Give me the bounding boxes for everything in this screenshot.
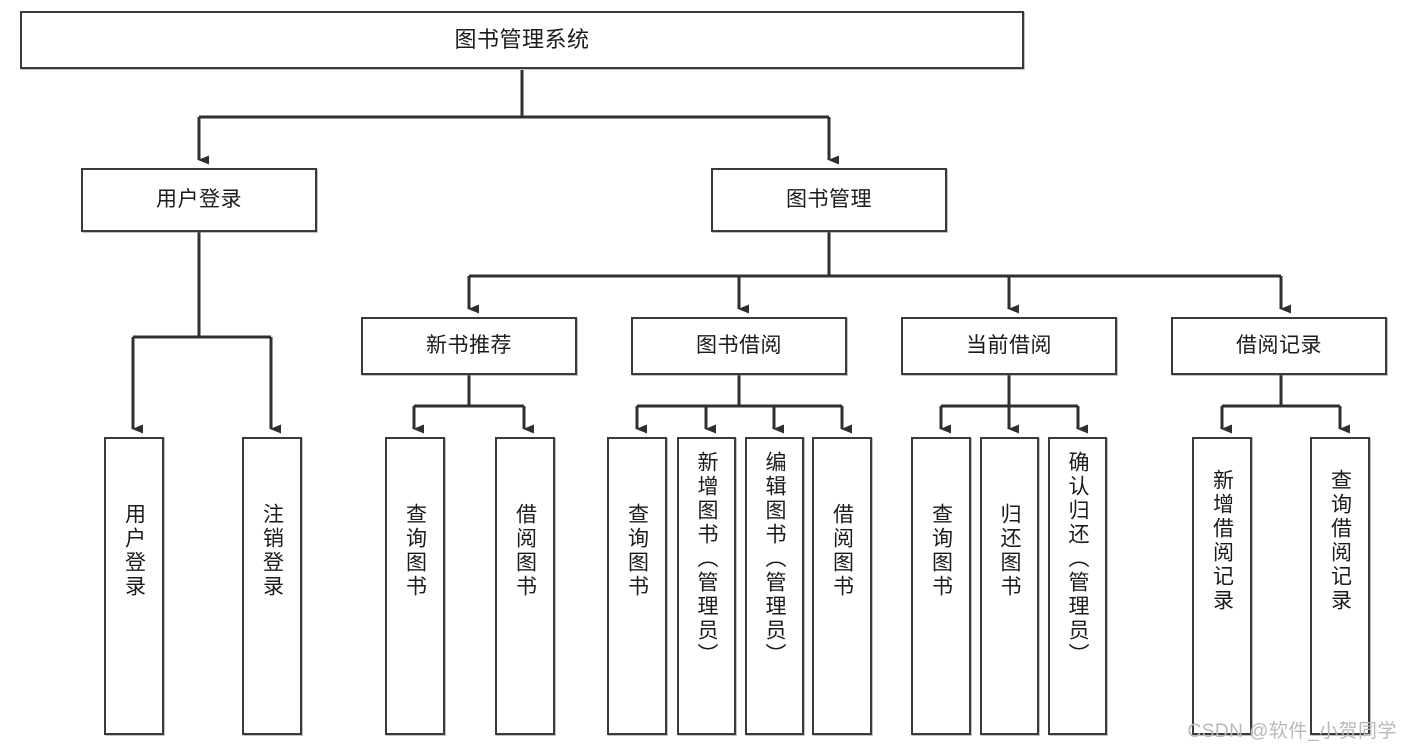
node-book-borrow[interactable]: 图书借阅 [631,317,847,375]
node-leaf-borrow-book-2[interactable]: 借阅图书 [812,437,872,735]
csdn-watermark: CSDN @软件_小贺同学 [1187,721,1397,742]
node-leaf-add-book-label: 新增图书（管理员） [695,451,718,667]
node-new-book-recommend[interactable]: 新书推荐 [361,317,577,375]
node-leaf-user-login[interactable]: 用户登录 [104,437,164,735]
node-root[interactable]: 图书管理系统 [20,11,1024,69]
node-leaf-confirm-return-label: 确认归还（管理员） [1066,451,1089,667]
node-root-label: 图书管理系统 [454,27,590,53]
node-leaf-edit-book-label: 编辑图书（管理员） [763,451,786,667]
node-leaf-confirm-return[interactable]: 确认归还（管理员） [1048,437,1107,735]
node-leaf-query-book-3[interactable]: 查询图书 [911,437,971,735]
node-borrow-record[interactable]: 借阅记录 [1171,317,1387,375]
node-leaf-edit-book[interactable]: 编辑图书（管理员） [745,437,804,735]
node-book-borrow-label: 图书借阅 [696,333,782,357]
node-leaf-borrow-book-2-label: 借阅图书 [830,503,854,599]
node-leaf-return-book-label: 归还图书 [998,503,1021,599]
node-leaf-logout-label: 注销登录 [260,503,284,599]
node-leaf-query-book-1-label: 查询图书 [403,503,427,599]
node-current-borrow-label: 当前借阅 [966,333,1052,357]
node-leaf-query-record[interactable]: 查询借阅记录 [1310,437,1370,735]
node-leaf-query-book-2[interactable]: 查询图书 [607,437,667,735]
node-current-borrow[interactable]: 当前借阅 [901,317,1117,375]
node-leaf-query-book-1[interactable]: 查询图书 [385,437,445,735]
node-new-book-recommend-label: 新书推荐 [426,333,512,357]
node-leaf-logout[interactable]: 注销登录 [242,437,302,735]
node-leaf-query-book-2-label: 查询图书 [625,503,649,599]
node-leaf-add-record-label: 新增借阅记录 [1210,469,1234,613]
node-user-login-label: 用户登录 [156,187,242,211]
node-book-manage-label: 图书管理 [786,187,872,211]
node-user-login[interactable]: 用户登录 [81,168,317,232]
node-leaf-add-book[interactable]: 新增图书（管理员） [677,437,736,735]
node-leaf-borrow-book-1[interactable]: 借阅图书 [495,437,555,735]
node-leaf-user-login-label: 用户登录 [122,503,146,599]
node-borrow-record-label: 借阅记录 [1236,333,1322,357]
node-leaf-borrow-book-1-label: 借阅图书 [513,503,537,599]
node-leaf-return-book[interactable]: 归还图书 [980,437,1039,735]
node-leaf-add-record[interactable]: 新增借阅记录 [1192,437,1252,735]
node-leaf-query-book-3-label: 查询图书 [929,503,953,599]
node-leaf-query-record-label: 查询借阅记录 [1328,469,1352,613]
node-book-manage[interactable]: 图书管理 [711,168,947,232]
